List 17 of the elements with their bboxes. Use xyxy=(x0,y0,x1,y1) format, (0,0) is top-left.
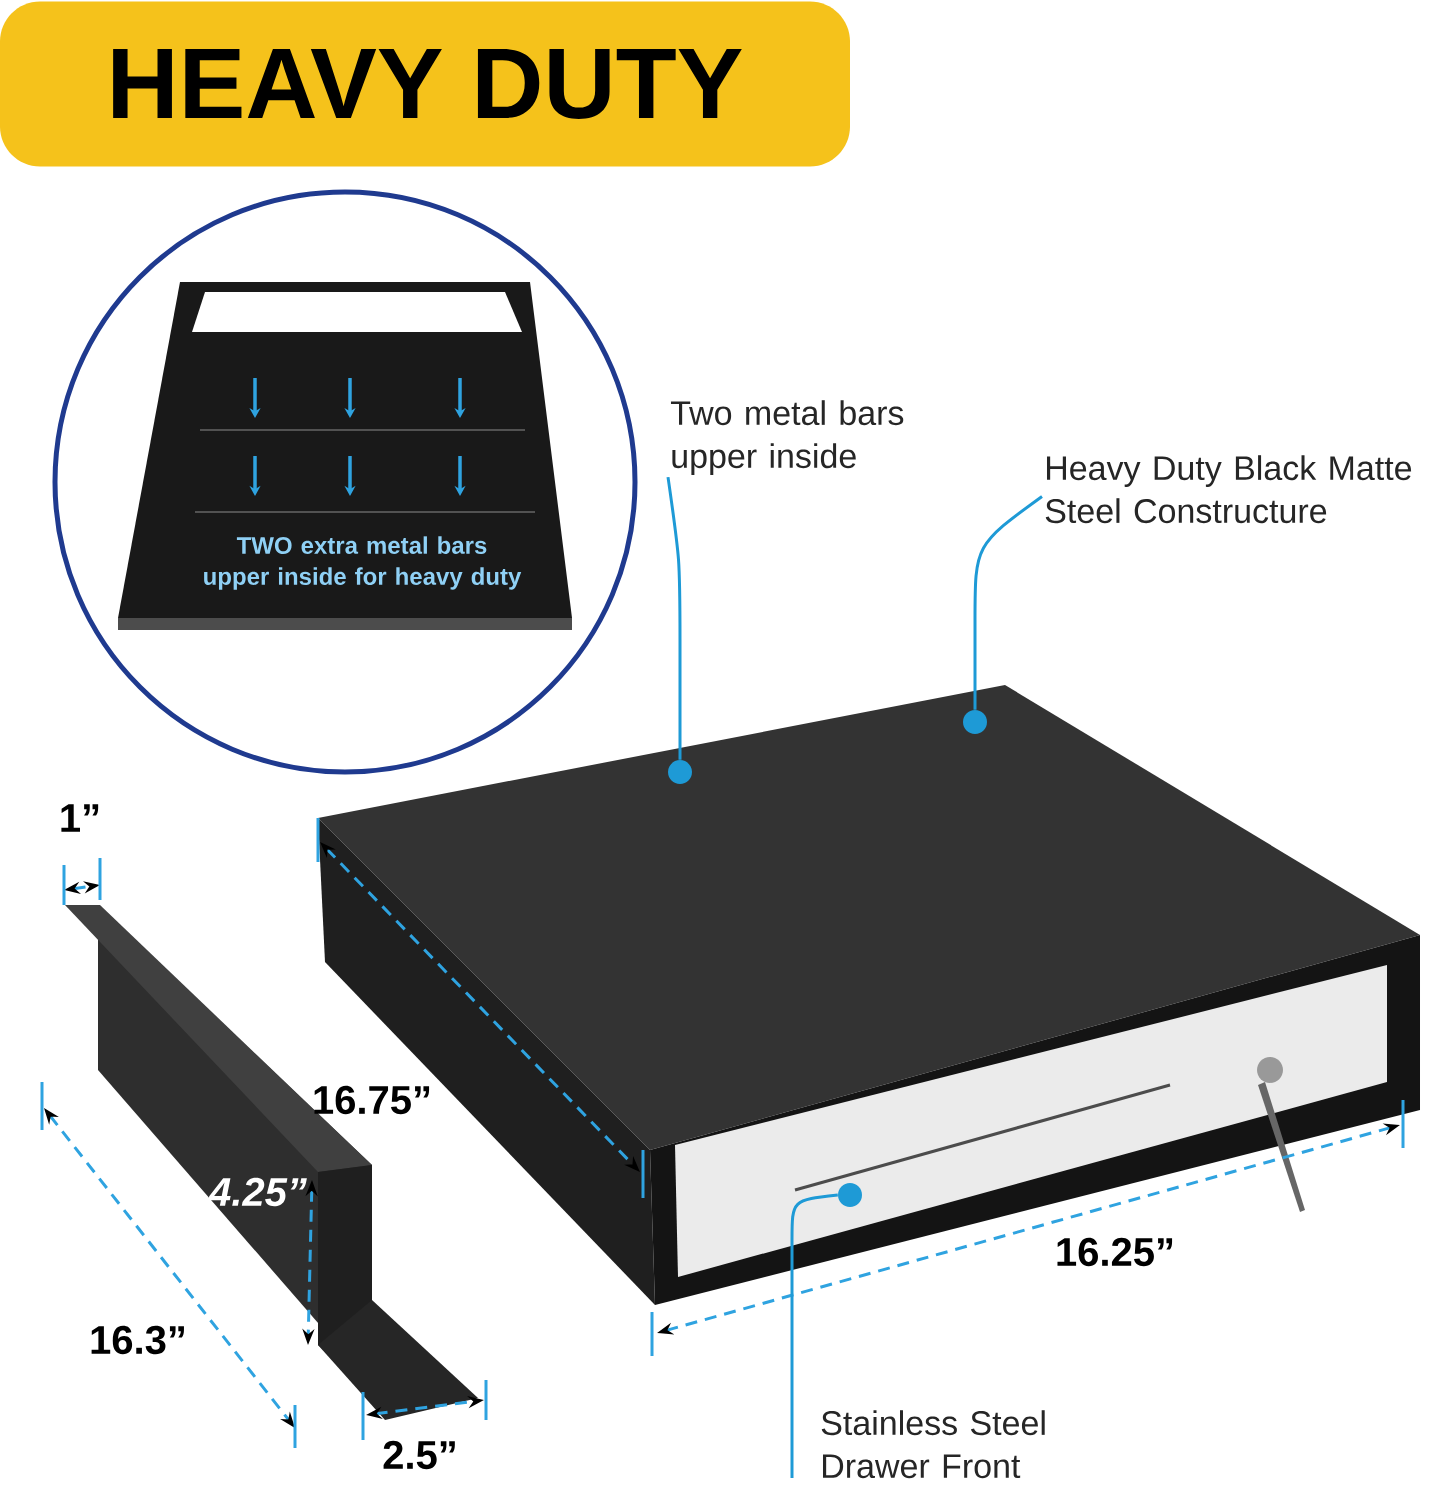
callout-text: Stainless Steel Drawer Front xyxy=(821,1410,1045,1479)
marker-dot xyxy=(963,710,987,734)
dimension-label: 16.3” xyxy=(91,1325,184,1355)
callout-text: Heavy Duty Black Matte Steel Constructure xyxy=(1045,455,1412,524)
title-banner: HEAVY DUTY xyxy=(0,1,850,167)
dimension-label: 16.75” xyxy=(314,1085,430,1115)
dimension-label: 4.25” xyxy=(208,1177,307,1207)
marker-dot xyxy=(668,760,692,784)
leader-line xyxy=(973,495,1043,710)
dimension-label: 16.25” xyxy=(1057,1237,1173,1267)
dimension-label: 2.5” xyxy=(383,1440,455,1470)
leader-line xyxy=(666,476,682,760)
callout-text: Two metal bars upper inside xyxy=(670,400,904,475)
inset-caption: TWO extra metal bars upper inside for heavy duty xyxy=(204,536,522,590)
marker-dot xyxy=(838,1183,862,1207)
leader-line xyxy=(790,1193,838,1478)
dimension-label: 1” xyxy=(61,804,99,832)
